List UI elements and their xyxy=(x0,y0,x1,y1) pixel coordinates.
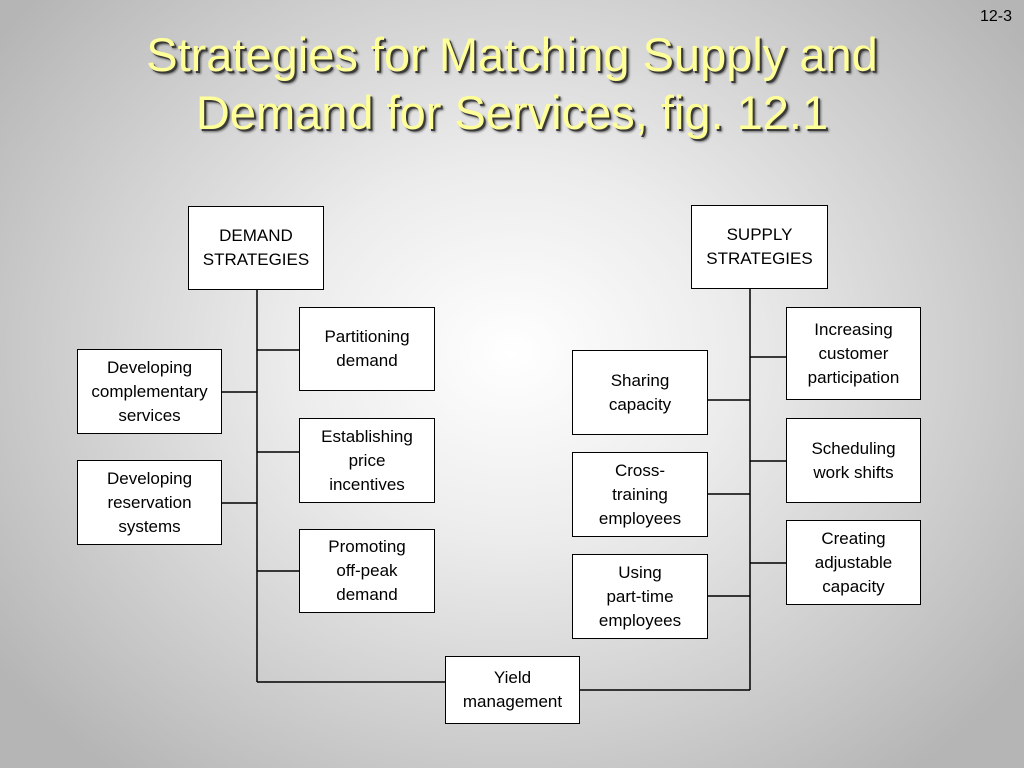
demand-strategies-box: DEMAND STRATEGIES xyxy=(188,206,324,290)
price-incentives-box: Establishing price incentives xyxy=(299,418,435,503)
supply-strategies-label: SUPPLY STRATEGIES xyxy=(706,225,813,268)
supply-strategies-box: SUPPLY STRATEGIES xyxy=(691,205,828,289)
price-incentives-label: Establishing price incentives xyxy=(321,426,413,494)
cross-training-box: Cross- training employees xyxy=(572,452,708,537)
complementary-services-box: Developing complementary services xyxy=(77,349,222,434)
work-shifts-box: Scheduling work shifts xyxy=(786,418,921,503)
slide-number: 12-3 xyxy=(979,8,1012,25)
part-time-employees-box: Using part-time employees xyxy=(572,554,708,639)
partitioning-demand-label: Partitioning demand xyxy=(324,327,410,370)
slide-title: Strategies for Matching Supply and Deman… xyxy=(0,26,1024,142)
reservation-systems-label: Developing reservation systems xyxy=(106,468,193,536)
demand-strategies-label: DEMAND STRATEGIES xyxy=(202,226,310,269)
sharing-capacity-box: Sharing capacity xyxy=(572,350,708,435)
part-time-employees-label: Using part-time employees xyxy=(598,562,682,630)
yield-management-box: Yield management xyxy=(445,656,580,724)
slide-title-line-1: Strategies for Matching Supply and xyxy=(146,28,878,81)
off-peak-demand-box: Promoting off-peak demand xyxy=(299,529,435,613)
adjustable-capacity-label: Creating adjustable capacity xyxy=(814,528,893,596)
complementary-services-label: Developing complementary services xyxy=(91,357,208,425)
work-shifts-label: Scheduling work shifts xyxy=(811,438,896,482)
adjustable-capacity-box: Creating adjustable capacity xyxy=(786,520,921,605)
customer-participation-box: Increasing customer participation xyxy=(786,307,921,400)
reservation-systems-box: Developing reservation systems xyxy=(77,460,222,545)
partitioning-demand-box: Partitioning demand xyxy=(299,307,435,391)
slide-title-line-2: Demand for Services, fig. 12.1 xyxy=(195,86,829,139)
off-peak-demand-label: Promoting off-peak demand xyxy=(328,537,406,604)
cross-training-label: Cross- training employees xyxy=(598,460,682,528)
customer-participation-label: Increasing customer participation xyxy=(807,319,900,387)
sharing-capacity-label: Sharing capacity xyxy=(608,370,672,414)
yield-management-label: Yield management xyxy=(462,668,563,711)
